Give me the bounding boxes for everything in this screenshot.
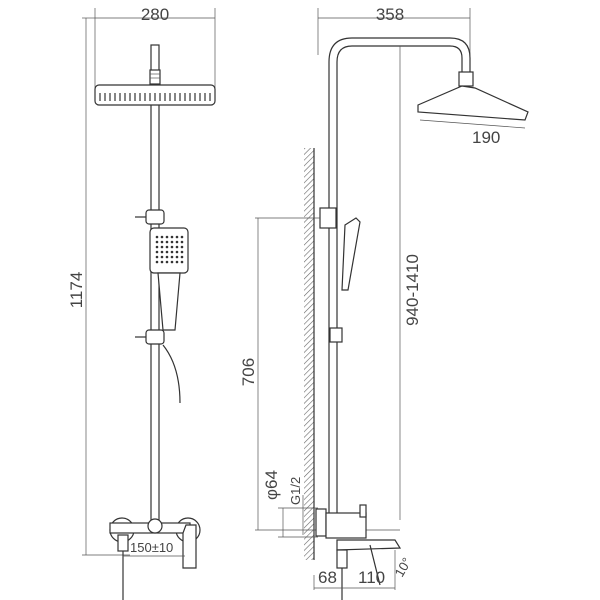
slide-bracket	[145, 329, 165, 345]
hand-shower-head	[149, 227, 189, 274]
label-150: 150±10	[130, 540, 173, 555]
label-940-1410: 940-1410	[403, 254, 422, 326]
label-1174: 1174	[67, 272, 86, 309]
label-g12: G1/2	[288, 477, 303, 505]
holder-side	[319, 207, 337, 229]
side-view: 358 190 940-1410 706 φ64 G1/2	[239, 5, 529, 600]
nozzle	[170, 240, 174, 244]
nozzle	[180, 235, 184, 239]
nozzle	[180, 245, 184, 249]
mixer-lever	[182, 524, 197, 569]
nozzle	[170, 250, 174, 254]
mixer-side: 68 110 10°	[313, 504, 414, 600]
nozzle	[175, 245, 179, 249]
dim-total-height: 1174	[67, 17, 130, 556]
nozzle	[175, 255, 179, 259]
mixer-front: 150±10	[109, 517, 201, 600]
nozzle	[165, 245, 169, 249]
holder-bracket	[145, 209, 165, 225]
label-110: 110	[358, 568, 385, 587]
head-connector-side	[458, 71, 474, 87]
nozzle	[175, 250, 179, 254]
hand-shower-handle	[157, 272, 181, 331]
label-phi64: φ64	[262, 470, 281, 500]
nozzle	[155, 255, 159, 259]
riser-pipe	[150, 44, 160, 521]
nozzle	[160, 240, 164, 244]
nozzle	[165, 255, 169, 259]
nozzle	[160, 235, 164, 239]
nozzle	[180, 240, 184, 244]
label-190: 190	[472, 128, 500, 147]
nozzle	[155, 250, 159, 254]
head-connector	[149, 69, 161, 85]
nozzle	[155, 245, 159, 249]
nozzle	[160, 250, 164, 254]
nozzle	[175, 240, 179, 244]
nozzle	[160, 255, 164, 259]
spout	[336, 539, 402, 551]
nozzle	[170, 245, 174, 249]
nozzle	[160, 260, 164, 264]
nozzle	[180, 255, 184, 259]
hose	[162, 344, 181, 404]
nozzle	[170, 235, 174, 239]
label-280: 280	[141, 5, 169, 24]
hand-shower-side	[341, 217, 361, 291]
label-706: 706	[239, 358, 258, 386]
nozzle	[170, 260, 174, 264]
label-68: 68	[318, 568, 337, 587]
wall	[304, 148, 314, 560]
nozzle	[180, 260, 184, 264]
nozzle	[170, 255, 174, 259]
label-358: 358	[376, 5, 404, 24]
dim-head-width: 280	[94, 5, 216, 90]
front-view: 280 1174	[67, 5, 216, 600]
slide-bracket-side	[329, 327, 343, 343]
nozzle	[180, 250, 184, 254]
nozzle	[175, 260, 179, 264]
nozzle	[165, 260, 169, 264]
nozzle	[175, 235, 179, 239]
nozzle	[165, 250, 169, 254]
nozzle	[155, 260, 159, 264]
nozzle	[165, 240, 169, 244]
nozzle	[155, 235, 159, 239]
rain-head-side	[417, 85, 529, 121]
nozzle	[155, 240, 159, 244]
nozzle	[165, 235, 169, 239]
nozzle	[160, 245, 164, 249]
